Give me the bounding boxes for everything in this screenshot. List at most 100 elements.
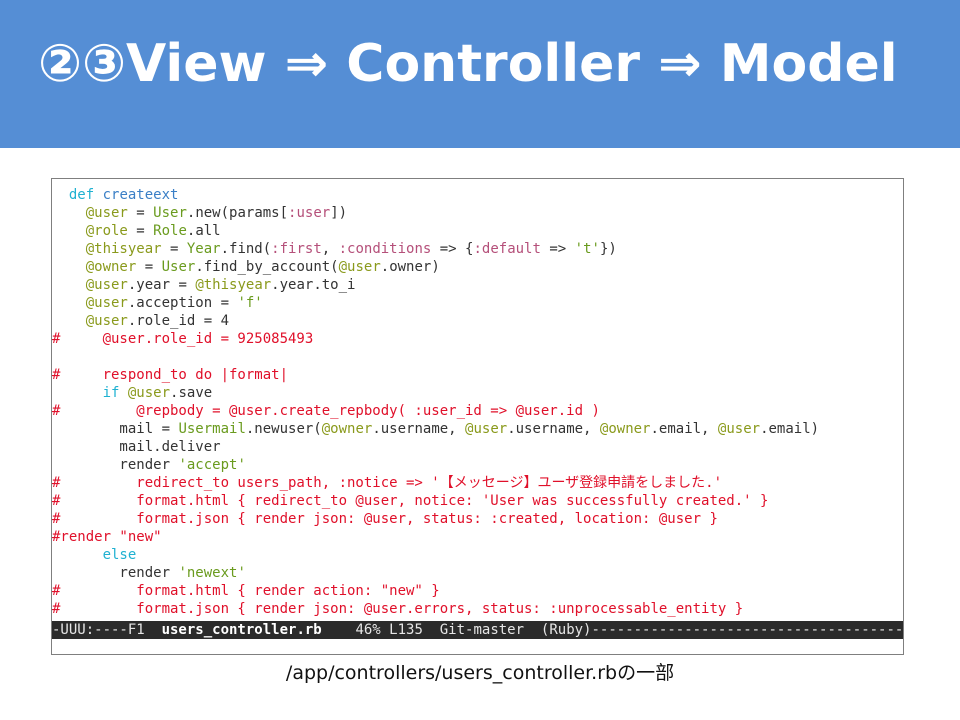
code-token: .year.to_i	[271, 277, 356, 293]
code-token: @user	[85, 295, 128, 311]
code-token	[52, 277, 86, 293]
code-line[interactable]: @user.acception = 'f'	[52, 294, 903, 312]
code-token	[52, 385, 103, 401]
code-line[interactable]: def createext	[52, 186, 903, 204]
code-token: User	[161, 259, 196, 275]
code-token: ,	[321, 241, 339, 257]
code-token: .save	[170, 385, 213, 401]
code-token: 't'	[574, 241, 600, 257]
code-token: =	[127, 205, 154, 221]
code-token: .acception =	[127, 295, 238, 311]
modeline-major-mode: (Ruby)----------------------------------…	[540, 622, 904, 638]
code-token: Year	[186, 241, 221, 257]
code-line[interactable]: @role = Role.all	[52, 222, 903, 240]
code-line[interactable]: @user.year = @thisyear.year.to_i	[52, 276, 903, 294]
code-token: # format.json { render json: @user, stat…	[52, 511, 718, 527]
code-token: @thisyear	[195, 277, 272, 293]
code-token: mail =	[52, 421, 179, 437]
code-token: 'f'	[237, 295, 263, 311]
code-token	[52, 295, 86, 311]
code-token: # format.html { redirect_to @user, notic…	[52, 493, 769, 509]
code-token	[52, 223, 86, 239]
code-token: Usermail	[178, 421, 246, 437]
code-token: # respond_to do |format|	[52, 367, 289, 383]
code-line[interactable]	[52, 348, 903, 366]
code-token: createext	[102, 187, 179, 203]
code-token: # redirect_to users_path, :notice => '【メ…	[52, 475, 723, 491]
code-line[interactable]: # respond_to do |format|	[52, 366, 903, 384]
modeline-buffer-name: users_controller.rb	[161, 622, 322, 638]
code-buffer[interactable]: def createext @user = User.new(params[:u…	[52, 186, 903, 618]
code-line[interactable]: @user.role_id = 4	[52, 312, 903, 330]
code-token: @user	[717, 421, 761, 437]
code-token	[52, 205, 86, 221]
code-token: :user	[288, 205, 331, 221]
code-token: @user	[465, 421, 508, 437]
code-token: @user	[127, 385, 171, 401]
code-token	[94, 187, 102, 203]
code-line[interactable]: render 'accept'	[52, 456, 903, 474]
code-token: @user	[85, 277, 128, 293]
code-line[interactable]: # format.json { render json: @user.error…	[52, 600, 903, 618]
code-token: @user	[85, 205, 128, 221]
slide-title: ②③View ⇒ Controller ⇒ Model	[38, 34, 898, 94]
code-token: @user	[85, 313, 128, 329]
code-token: .username,	[507, 421, 600, 437]
code-token: =>	[540, 241, 575, 257]
code-line[interactable]: mail.deliver	[52, 438, 903, 456]
code-token: 'newext'	[178, 565, 246, 581]
code-line[interactable]: #render "new"	[52, 528, 903, 546]
code-line[interactable]: # format.html { redirect_to @user, notic…	[52, 492, 903, 510]
modeline-position: 46% L135	[321, 622, 440, 638]
code-line[interactable]: if @user.save	[52, 384, 903, 402]
code-line[interactable]: else	[52, 546, 903, 564]
code-token: .owner)	[380, 259, 440, 275]
slide-caption: /app/controllers/users_controller.rbの一部	[285, 662, 675, 684]
code-token: .role_id = 4	[127, 313, 230, 329]
code-token: .email,	[650, 421, 718, 437]
code-line[interactable]: @thisyear = Year.find(:first, :condition…	[52, 240, 903, 258]
code-token: .email)	[760, 421, 820, 437]
code-token	[119, 385, 127, 401]
code-token: :default	[473, 241, 541, 257]
emacs-editor-window[interactable]: def createext @user = User.new(params[:u…	[51, 178, 904, 655]
code-token: # format.html { render action: "new" }	[52, 583, 440, 599]
code-token	[52, 547, 103, 563]
code-token: if	[102, 385, 120, 401]
code-token: @owner	[599, 421, 651, 437]
modeline-git-branch: Git-master	[439, 622, 525, 638]
code-line[interactable]: # format.json { render json: @user, stat…	[52, 510, 903, 528]
code-token: .new(params[	[186, 205, 289, 221]
code-token: def	[68, 187, 95, 203]
code-token: @owner	[321, 421, 373, 437]
code-line[interactable]: @user = User.new(params[:user])	[52, 204, 903, 222]
code-token: @thisyear	[85, 241, 162, 257]
code-token: .find_by_account(	[195, 259, 339, 275]
emacs-modeline: -UUU:----F1 users_controller.rb 46% L135…	[52, 621, 904, 639]
code-line[interactable]: # @user.role_id = 925085493	[52, 330, 903, 348]
slide-title-bar: ②③View ⇒ Controller ⇒ Model	[0, 0, 960, 148]
code-token: @user	[338, 259, 381, 275]
code-token: => {	[431, 241, 474, 257]
code-token: render	[52, 565, 179, 581]
code-line[interactable]: @owner = User.find_by_account(@user.owne…	[52, 258, 903, 276]
code-token: .find(	[220, 241, 272, 257]
code-line[interactable]: # format.html { render action: "new" }	[52, 582, 903, 600]
code-token: ])	[330, 205, 348, 221]
code-token: User	[153, 205, 187, 221]
code-line[interactable]: mail = Usermail.newuser(@owner.username,…	[52, 420, 903, 438]
code-token: :conditions	[338, 241, 432, 257]
code-token: :first	[271, 241, 322, 257]
code-token: # @repbody = @user.create_repbody( :user…	[52, 403, 600, 419]
code-token	[52, 241, 86, 257]
code-token: 'accept'	[178, 457, 246, 473]
code-token: =	[161, 241, 187, 257]
modeline-status: -UUU:----F1	[52, 622, 162, 638]
code-token	[52, 259, 86, 275]
code-line[interactable]: # @repbody = @user.create_repbody( :user…	[52, 402, 903, 420]
code-line[interactable]: render 'newext'	[52, 564, 903, 582]
code-token	[52, 187, 69, 203]
code-token: Role	[153, 223, 187, 239]
code-token: # @user.role_id = 925085493	[52, 331, 314, 347]
code-line[interactable]: # redirect_to users_path, :notice => '【メ…	[52, 474, 903, 492]
